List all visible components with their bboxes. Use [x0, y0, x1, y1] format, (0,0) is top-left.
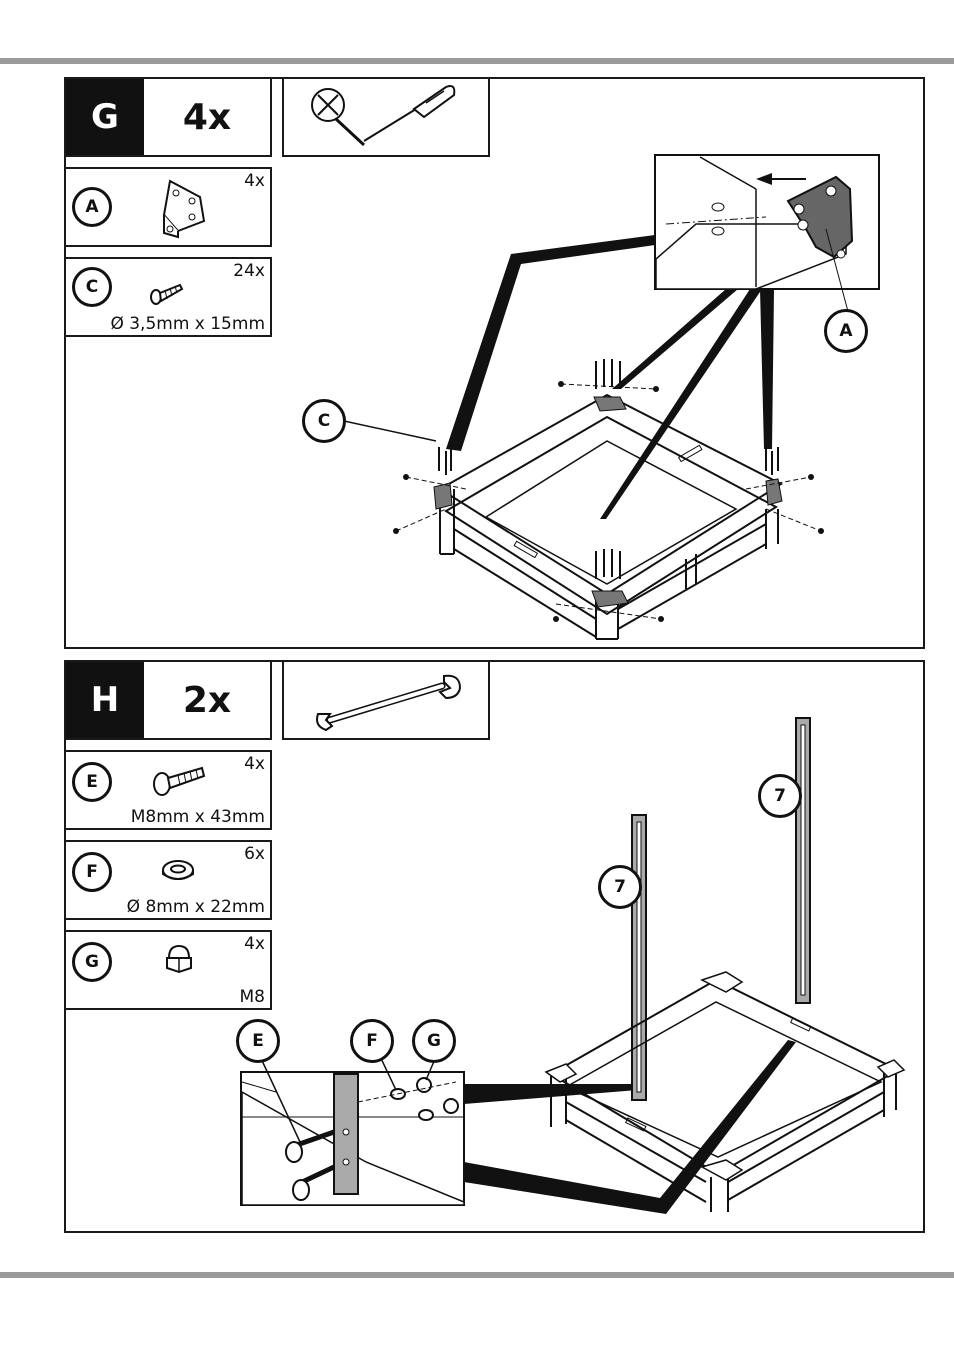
- callout-c: C: [302, 399, 346, 443]
- callout-e: E: [236, 1019, 280, 1063]
- step-count: 2x: [182, 679, 232, 721]
- step-count: 4x: [182, 96, 232, 138]
- part-qty: 4x: [244, 754, 265, 774]
- step-g-panel: G 4x A 4x C 24x Ø 3,5mm x 15mm: [64, 77, 925, 649]
- part-qty: 4x: [244, 171, 265, 191]
- part-c-box: C 24x Ø 3,5mm x 15mm: [64, 257, 272, 337]
- part-label: E: [72, 762, 112, 802]
- callout-g: G: [412, 1019, 456, 1063]
- step-letter: H: [66, 662, 144, 738]
- part-label: C: [72, 267, 112, 307]
- tool-box: [282, 77, 490, 157]
- wood-screw-icon: [150, 283, 184, 305]
- step-g-illustration: [343, 154, 880, 640]
- callout-post-7: 7: [758, 774, 802, 818]
- bottom-rule: [0, 1272, 954, 1278]
- part-spec: M8: [239, 987, 265, 1007]
- washer-icon: [162, 860, 194, 880]
- step-h-panel: H 2x E 4x M8mm x 43mm F 6x Ø 8mm x 22mm: [64, 660, 925, 1233]
- tool-box: [282, 660, 490, 740]
- wrench-icon: [316, 674, 462, 732]
- part-qty: 6x: [244, 844, 265, 864]
- callout-a: A: [824, 309, 868, 353]
- top-rule: [0, 58, 954, 64]
- step-h-header: H 2x: [64, 660, 272, 740]
- part-e-box: E 4x M8mm x 43mm: [64, 750, 272, 830]
- part-a-box: A 4x: [64, 167, 272, 247]
- step-g-header: G 4x: [64, 77, 272, 157]
- part-g-box: G 4x M8: [64, 930, 272, 1010]
- part-label: F: [72, 852, 112, 892]
- part-spec: M8mm x 43mm: [130, 807, 265, 827]
- callout-post-7: 7: [598, 865, 642, 909]
- screwdriver-icon: [311, 85, 456, 147]
- corner-bracket-icon: [162, 179, 206, 239]
- part-qty: 4x: [244, 934, 265, 954]
- carriage-bolt-icon: [153, 766, 206, 796]
- part-spec: Ø 8mm x 22mm: [126, 897, 265, 917]
- cap-nut-icon: [166, 944, 192, 974]
- step-h-illustration: [240, 717, 906, 1214]
- step-letter: G: [66, 79, 144, 155]
- part-label: A: [72, 187, 112, 227]
- part-qty: 24x: [233, 261, 265, 281]
- part-label: G: [72, 942, 112, 982]
- callout-f: F: [350, 1019, 394, 1063]
- part-spec: Ø 3,5mm x 15mm: [110, 314, 265, 334]
- part-f-box: F 6x Ø 8mm x 22mm: [64, 840, 272, 920]
